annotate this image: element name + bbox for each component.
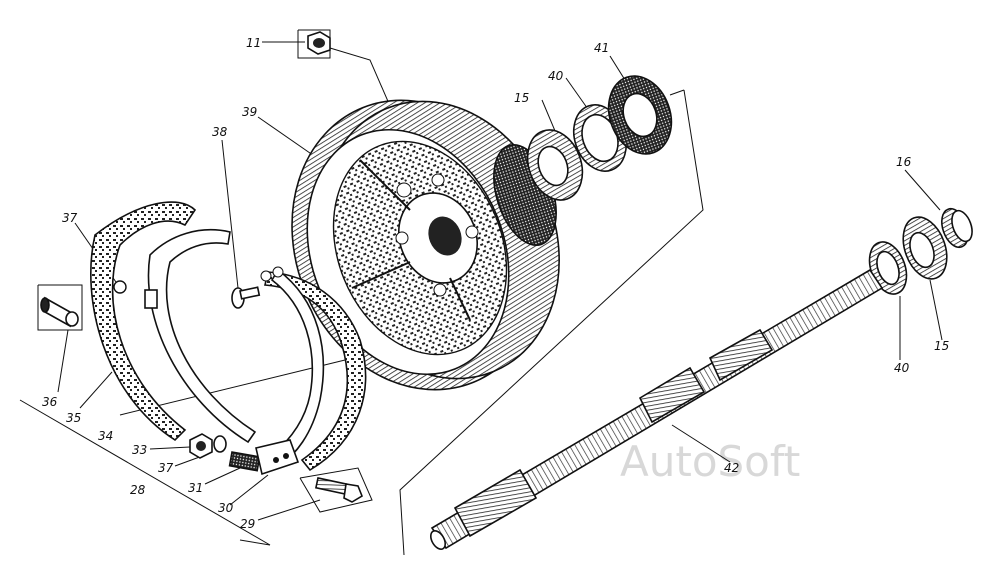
callout-38: 38	[212, 125, 228, 139]
end-cap-part-16	[941, 207, 973, 249]
leader-lines	[19, 29, 943, 556]
callout-30: 30	[218, 501, 234, 515]
brake-band-part-35	[90, 201, 257, 444]
watermark-text: AutoSoft	[620, 437, 800, 486]
callout-11: 11	[246, 36, 261, 50]
callout-15-top: 15	[514, 91, 529, 105]
callout-29: 29	[240, 517, 255, 531]
bushing-part-36	[40, 296, 79, 328]
nut-part-11	[307, 31, 331, 55]
disc-part-41	[607, 75, 673, 155]
callout-37-top: 37	[62, 211, 78, 225]
callout-40-right: 40	[894, 361, 910, 375]
callout-39: 39	[242, 105, 257, 119]
callout-42: 42	[724, 461, 739, 475]
callout-41: 41	[594, 41, 609, 55]
brake-drum-part-39	[291, 99, 560, 391]
callout-31: 31	[188, 481, 203, 495]
bearing-part-15-upper	[526, 129, 584, 201]
bearing-part-15-lower	[902, 216, 948, 280]
callout-28: 28	[130, 483, 146, 497]
callout-16: 16	[896, 155, 912, 169]
shaft-part-42	[429, 268, 884, 550]
callout-33: 33	[132, 443, 147, 457]
callout-15-right: 15	[934, 339, 949, 353]
pin-part-38	[231, 286, 261, 309]
bracket-parts-30-33	[189, 433, 300, 476]
callout-labels: 11 38 39 37 36 35 34 33 37 31 28 30 29 1…	[42, 36, 949, 531]
callout-36: 36	[42, 395, 58, 409]
callout-35: 35	[66, 411, 81, 425]
callout-34: 34	[98, 429, 113, 443]
callout-37-bottom: 37	[158, 461, 174, 475]
bolt-part-29	[314, 477, 363, 503]
callout-40-top: 40	[548, 69, 564, 83]
ring-part-40-lower	[868, 241, 908, 295]
